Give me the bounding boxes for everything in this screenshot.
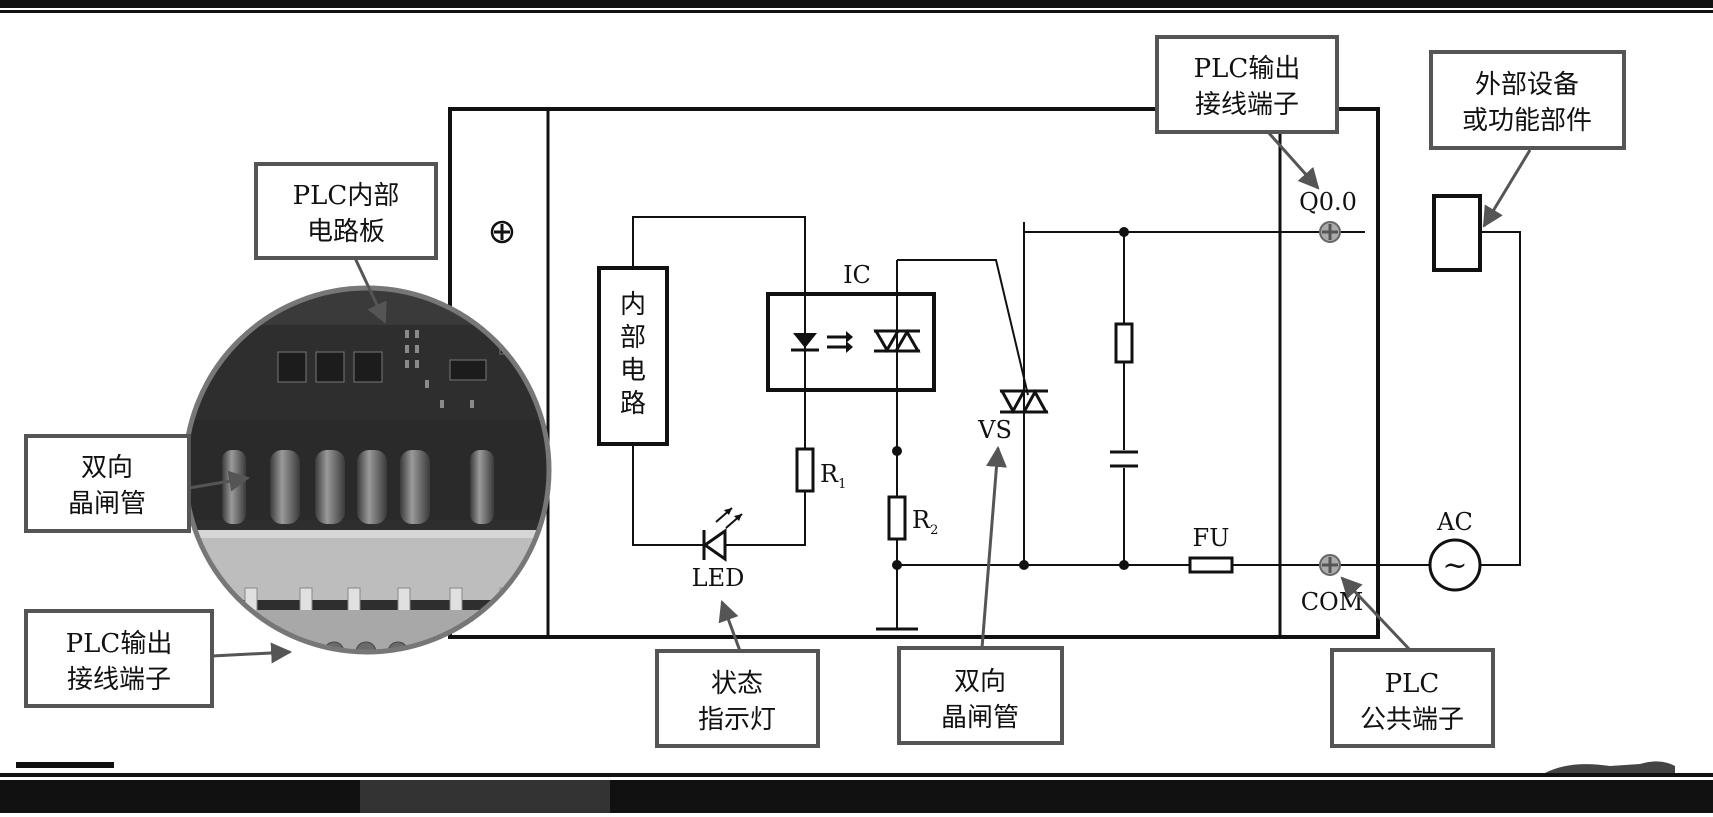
callout-text: 晶闸管 xyxy=(68,489,146,519)
callout-internal-board: PLC内部 电路板 xyxy=(254,162,438,260)
callout-text: 外部设备 xyxy=(1475,70,1579,100)
ic-triac-icon xyxy=(873,329,921,353)
callout-text: 双向 xyxy=(81,453,133,483)
internal-circuit-block: 内 部 电 路 xyxy=(597,266,669,446)
r2-label: R2 xyxy=(912,506,938,538)
resistor-r1: R1 xyxy=(795,447,846,493)
callout-text: PLC输出 xyxy=(1194,54,1301,84)
callout-text: R xyxy=(912,506,931,534)
callout-arrows xyxy=(188,131,1532,664)
callout-text: R xyxy=(820,460,839,488)
callout-text: 双向 xyxy=(954,667,1006,697)
r1-label: R1 xyxy=(820,460,846,492)
ic-led-icon xyxy=(791,331,853,353)
callout-text: 接线端子 xyxy=(67,665,171,695)
light-emission-icon xyxy=(715,507,743,529)
fuse-fu: FU xyxy=(1188,524,1234,574)
internal-circuit-label: 内 xyxy=(620,290,646,320)
circuit-wiring xyxy=(632,216,1521,631)
callout-thyristor-left: 双向 晶闸管 xyxy=(24,434,191,533)
output-terminal-q00: Q0.0 xyxy=(1299,188,1357,243)
led-label: LED xyxy=(692,564,745,592)
ac-label: AC xyxy=(1436,508,1473,536)
optocoupler-ic: IC xyxy=(766,261,936,392)
fu-label: FU xyxy=(1193,524,1230,552)
status-led: LED xyxy=(692,507,745,592)
callout-text: PLC内部 xyxy=(293,181,400,211)
callout-external-device: 外部设备 或功能部件 xyxy=(1429,50,1626,150)
callout-text: 或功能部件 xyxy=(1462,106,1592,136)
callout-output-terminal: PLC输出 接线端子 xyxy=(1155,35,1339,134)
rc-snubber xyxy=(1019,227,1138,570)
internal-circuit-label: 电 xyxy=(620,356,646,386)
callout-text: 接线端子 xyxy=(1195,90,1299,120)
callout-text: 晶闸管 xyxy=(941,703,1019,733)
callout-text: 1 xyxy=(838,477,846,492)
callout-common-terminal: PLC 公共端子 xyxy=(1330,648,1495,748)
internal-circuit-label: 路 xyxy=(620,389,646,419)
main-triac-vs: VS xyxy=(977,388,1049,444)
resistor-r2: R2 xyxy=(887,446,938,570)
ac-symbol: ~ xyxy=(1442,548,1467,583)
ac-source: ~ AC xyxy=(1428,508,1482,592)
callout-text: PLC xyxy=(1385,669,1440,699)
vs-label: VS xyxy=(977,416,1012,444)
mounting-screw-icon xyxy=(490,220,514,244)
internal-circuit-label: 部 xyxy=(620,323,646,353)
callout-text: 2 xyxy=(930,523,938,538)
callout-thyristor-bottom: 双向 晶闸管 xyxy=(897,646,1064,745)
callout-terminals-left: PLC输出 接线端子 xyxy=(24,609,214,708)
ic-label: IC xyxy=(843,261,871,289)
q00-label: Q0.0 xyxy=(1299,188,1357,216)
callout-text: 状态 xyxy=(711,669,763,699)
callout-text: 指示灯 xyxy=(698,705,776,735)
callout-status-light: 状态 指示灯 xyxy=(655,649,820,748)
callout-text: 电路板 xyxy=(307,217,385,247)
callout-text: PLC输出 xyxy=(66,629,173,659)
callout-text: 公共端子 xyxy=(1360,705,1464,735)
plc-board-photo xyxy=(182,285,552,655)
external-load xyxy=(1432,194,1482,272)
